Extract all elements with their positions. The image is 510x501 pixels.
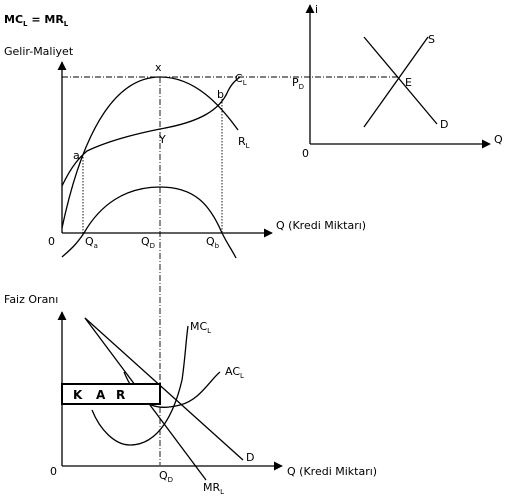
profit-letter-r: R (116, 388, 125, 402)
tick-qa-label: Qa (85, 235, 98, 250)
market-chart: i Q 0 PD S D E (292, 3, 503, 160)
profit-letter-k: K (73, 388, 83, 402)
top-y-axis-label: Gelir-Maliyet (4, 45, 74, 58)
supply-line (363, 36, 429, 128)
mc-curve (91, 325, 189, 446)
market-y-axis-label: i (315, 3, 318, 16)
bottom-x-axis-label: Q (Kredi Miktarı) (287, 465, 377, 478)
market-origin-label: 0 (302, 147, 309, 160)
demand-curve (84, 317, 244, 461)
bottom-demand-label: D (246, 451, 254, 464)
revenue-curve-label: RL (238, 135, 250, 150)
profit-box (61, 383, 161, 405)
interest-rate-chart: Faiz Oranı Q (Kredi Miktarı) 0 K A R MCL… (4, 293, 377, 496)
top-x-axis-label: Q (Kredi Miktarı) (276, 219, 366, 232)
revenue-curve (61, 76, 239, 229)
point-b-label: b (217, 88, 224, 101)
profit-letter-a: A (96, 388, 106, 402)
point-y-label: Y (158, 133, 166, 146)
bottom-origin-label: 0 (50, 465, 57, 478)
demand-line (363, 36, 438, 125)
cost-curve-label: CL (235, 72, 247, 87)
point-a-label: a (73, 149, 80, 162)
top-origin-label: 0 (48, 235, 55, 248)
bottom-qd-label: QD (159, 469, 173, 484)
diagram-title: MCL = MRL (4, 13, 69, 28)
point-x-label: x (155, 61, 162, 74)
cost-revenue-chart: Gelir-Maliyet Q (Kredi Miktarı) 0 x Y a … (4, 45, 398, 259)
market-x-axis-label: Q (494, 133, 503, 146)
price-pd-label: PD (292, 76, 304, 91)
market-demand-label: D (440, 118, 448, 131)
mr-curve-label: MRL (203, 481, 224, 496)
tick-qb-label: Qb (206, 235, 220, 250)
ac-curve-label: ACL (225, 365, 244, 380)
mc-curve-label: MCL (190, 320, 211, 335)
cost-curve (61, 76, 241, 187)
bottom-y-axis-label: Faiz Oranı (4, 293, 58, 306)
supply-label: S (428, 33, 435, 46)
tick-qd-label: QD (141, 235, 155, 250)
equilibrium-label: E (405, 76, 412, 89)
